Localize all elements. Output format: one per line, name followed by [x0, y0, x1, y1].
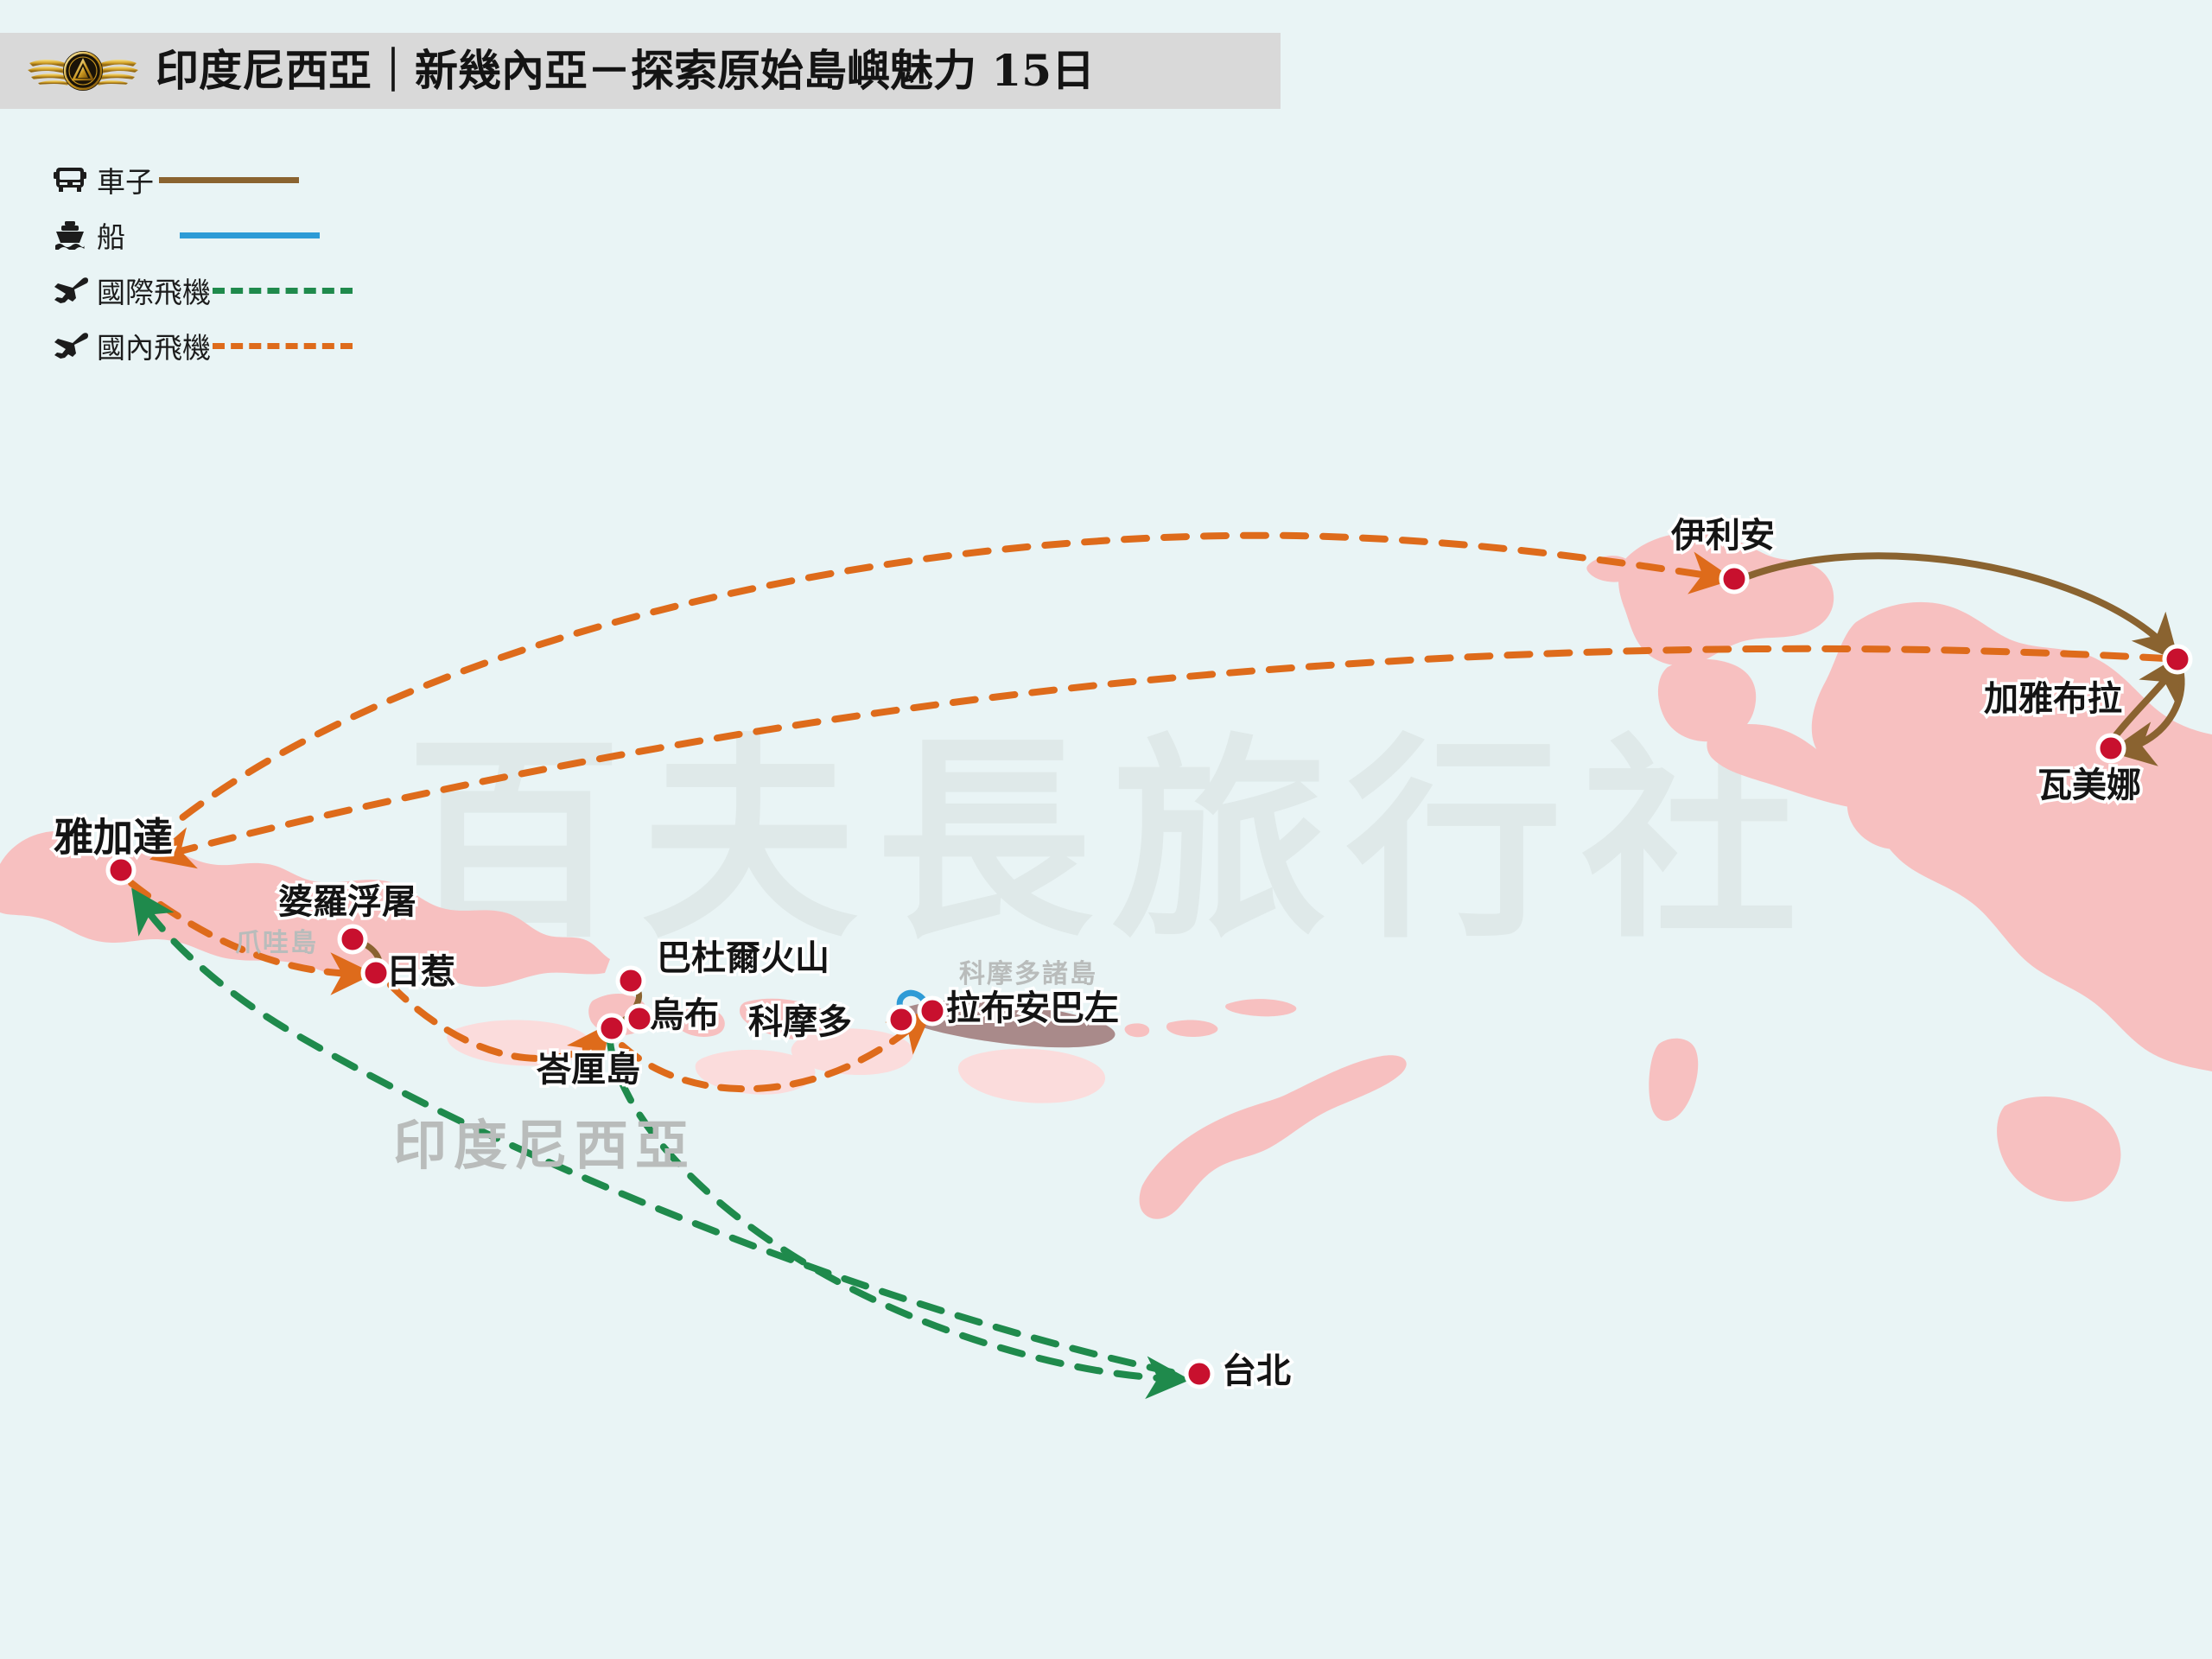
city-dot-taipei [1184, 1358, 1215, 1389]
city-label-borobudur: 婆羅浮屠 [276, 882, 420, 923]
sulawesi-fragment-2 [957, 1048, 1106, 1103]
legend-line-boat [180, 232, 320, 238]
landmasses [0, 532, 2212, 1219]
papua-islet [1649, 1038, 1699, 1122]
route-bali-to-labuanbajo [619, 1009, 933, 1093]
city-label-jakarta: 雅加達 [51, 814, 176, 861]
ship-icon [54, 219, 93, 251]
route-labuanbajo-komodo [896, 989, 930, 1011]
timor-island [1139, 1055, 1407, 1219]
city-dot-borobudur [337, 924, 368, 955]
legend-item-boat: 船 [54, 216, 416, 254]
java-island-label: 爪哇島 [235, 928, 318, 958]
city-dot-komodo [886, 1004, 917, 1035]
legend: 車子 船 國際飛機 國內飛機 [54, 161, 416, 382]
city-label-jayapura: 加雅布拉 [1981, 679, 2126, 720]
legend-label-car: 車子 [97, 165, 154, 199]
legend-label-intl-flight: 國際飛機 [97, 276, 211, 309]
route-yogyakarta-to-bali [387, 982, 611, 1071]
route-jakarta-to-irian [149, 531, 1735, 846]
page-title: 印度尼西亞｜新幾內亞－探索原始島嶼魅力 15日 [156, 45, 1095, 96]
city-dots [105, 563, 2193, 1389]
header-bar: 印度尼西亞｜新幾內亞－探索原始島嶼魅力 15日 [0, 33, 1281, 109]
small-island-a [1166, 1020, 1218, 1037]
city-label-bali: 峇厘島 [534, 1050, 644, 1090]
city-label-yogyakarta: 日惹 [384, 952, 459, 993]
city-dot-labuan-bajo [917, 995, 948, 1027]
city-label-labuan-bajo: 拉布安巴左 [944, 988, 1122, 1029]
city-label-ubud: 烏布 [647, 995, 722, 1036]
airplane-intl-icon [54, 275, 93, 306]
legend-label-boat: 船 [97, 220, 125, 254]
bus-icon [54, 164, 93, 195]
route-bali-to-taipei [607, 1039, 1191, 1400]
city-label-irian: 伊利安 [1669, 516, 1778, 556]
city-dot-jakarta [105, 855, 137, 886]
west-papua-lower [1657, 658, 1757, 742]
watermark: 百夫長旅行社 [406, 715, 1816, 967]
sumbawa-island [740, 998, 842, 1041]
city-label-mount-batur: 巴杜爾火山 [654, 938, 833, 979]
city-dot-bali [596, 1013, 627, 1044]
legend-label-domestic-flight: 國內飛機 [97, 331, 211, 365]
legend-item-car: 車子 [54, 161, 416, 199]
route-taipei-to-jakarta [131, 887, 1175, 1376]
sulawesi-fragment [791, 1028, 914, 1076]
papua-island [1811, 601, 2212, 1071]
legend-line-domestic-flight [213, 342, 353, 349]
west-java [0, 830, 159, 887]
komodo-islands-label: 科摩多諸島 [959, 959, 1097, 989]
city-dot-mount-batur [615, 965, 646, 996]
java-island [0, 844, 610, 987]
city-dot-jayapura [2162, 644, 2193, 675]
city-dot-yogyakarta [360, 957, 391, 988]
route-jayapura-to-jakarta [149, 645, 2169, 869]
sumatra-pale-fragment [695, 1049, 816, 1095]
city-label-taipei: 台北 [1219, 1351, 1294, 1392]
lombok-island [675, 1006, 725, 1037]
airplane-dom-icon [54, 330, 93, 361]
papua-southwest-lobe [1847, 771, 1941, 850]
city-label-komodo: 科摩多 [746, 1002, 855, 1043]
city-dot-irian [1719, 563, 1750, 594]
indonesia-country-label: 印度尼西亞 [393, 1114, 696, 1177]
legend-item-domestic-flight: 國內飛機 [54, 327, 416, 365]
city-label-wamena: 瓦美娜 [2035, 766, 2145, 806]
winged-emblem-logo [28, 51, 138, 91]
city-dot-wamena [2095, 733, 2126, 764]
papua-south-tail [1997, 1096, 2121, 1202]
route-irian-to-jayapura [1742, 552, 2179, 662]
city-dot-ubud [624, 1003, 655, 1034]
small-island-b [1225, 999, 1297, 1017]
legend-line-intl-flight [213, 287, 353, 294]
flores-island [897, 1000, 1116, 1048]
legend-item-intl-flight: 國際飛機 [54, 271, 416, 309]
small-island-c [1124, 1023, 1150, 1038]
legend-line-car [159, 176, 299, 183]
